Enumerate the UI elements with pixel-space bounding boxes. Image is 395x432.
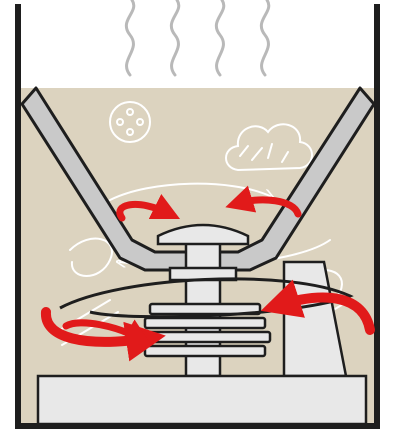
disc xyxy=(145,318,265,328)
steam-wisps xyxy=(126,0,268,75)
steam-wisp xyxy=(171,0,178,75)
base-block xyxy=(38,376,366,424)
steam-wisp xyxy=(216,0,223,75)
disc xyxy=(140,332,270,342)
steam-wisp xyxy=(126,0,133,75)
steam-wisp xyxy=(261,0,268,75)
disc xyxy=(145,346,265,356)
